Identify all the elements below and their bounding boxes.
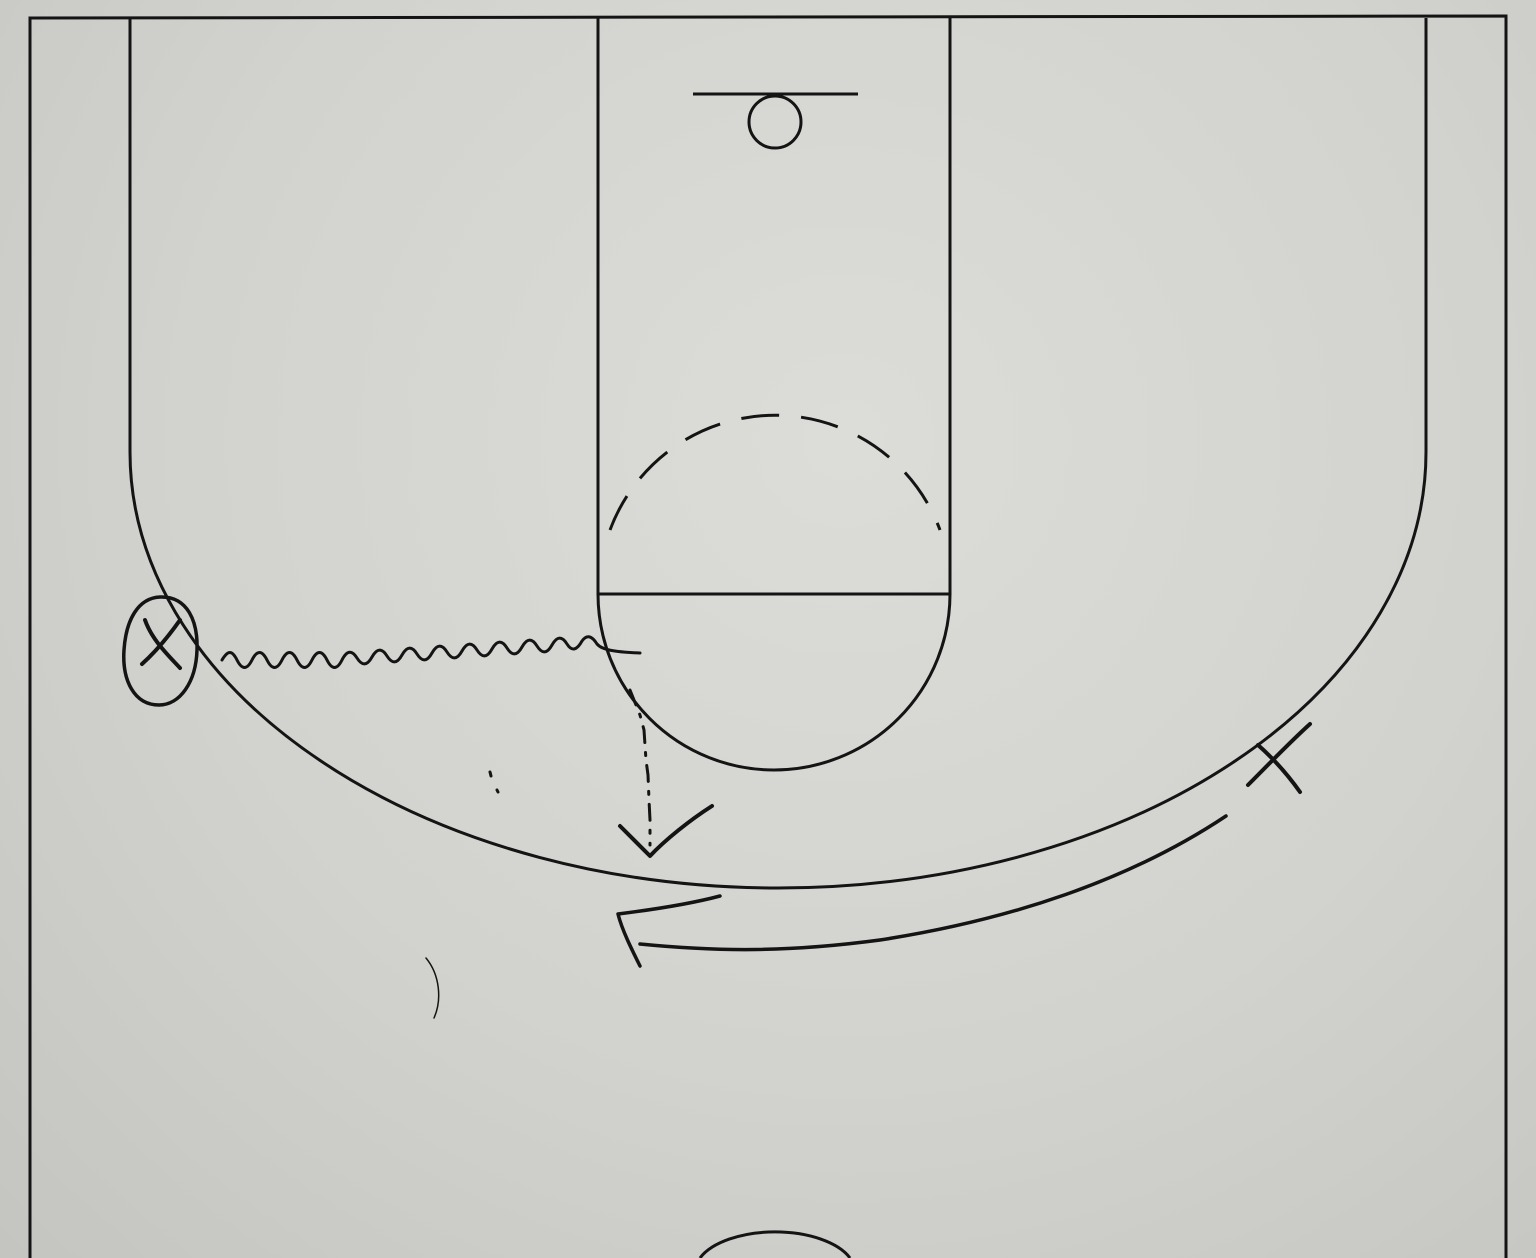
three-point-line: [128, 18, 1428, 890]
free-throw-circle-dashed: [608, 413, 942, 531]
cut-arrowhead-icon: [616, 894, 722, 968]
player-circle-icon: [122, 595, 199, 707]
free-throw-lane: [596, 18, 952, 595]
paper-crease: [425, 957, 440, 1019]
pass-arrowhead-icon: [618, 804, 714, 858]
ball-handler-player: [122, 595, 199, 707]
court-boundary: [28, 14, 1508, 1258]
player-x-icon: [1246, 722, 1312, 794]
pass-line: [628, 688, 652, 847]
stray-mark: [488, 770, 493, 778]
dribble-path: [220, 635, 642, 669]
stray-mark: [495, 788, 500, 794]
defender-player: [1246, 722, 1312, 794]
rim: [747, 94, 803, 150]
cut-path: [638, 814, 1228, 952]
center-circle: [698, 1230, 852, 1258]
free-throw-circle-solid: [596, 593, 952, 772]
player-x-icon: [140, 618, 182, 670]
